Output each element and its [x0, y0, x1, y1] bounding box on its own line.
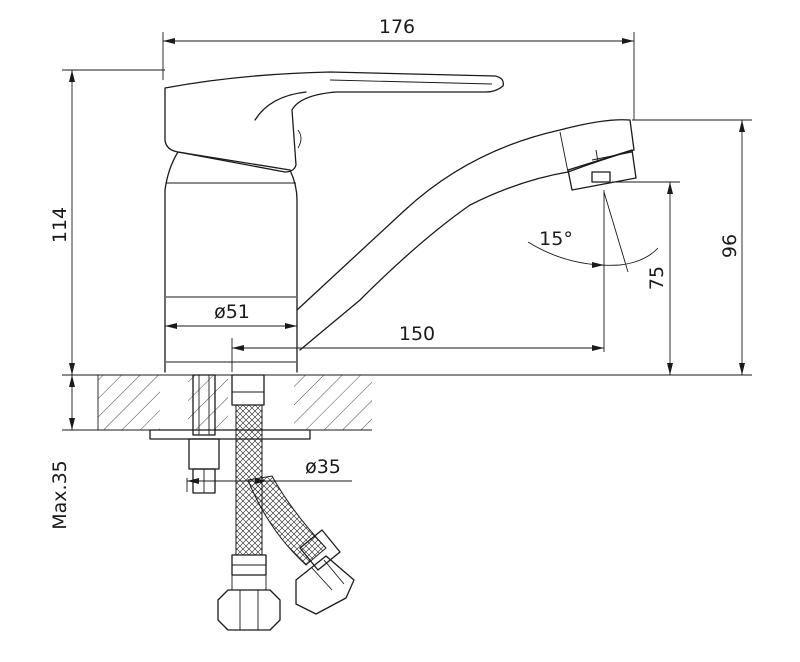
label-aerator-height: 75: [646, 266, 668, 290]
handle-lever: [164, 71, 504, 173]
dim-mounting-hole: ø35: [186, 456, 352, 492]
dim-spout-reach: 150: [231, 190, 605, 372]
label-spout-reach: 150: [399, 323, 435, 345]
dim-outlet-angle: 15°: [527, 191, 659, 273]
dim-overall-length: 176: [162, 15, 635, 120]
dim-spout-height: 96: [632, 119, 752, 375]
faucet-body: [164, 151, 298, 373]
label-spout-height: 96: [719, 234, 741, 258]
dim-base-diameter: ø51: [164, 301, 297, 362]
label-counter-thickness: Max.35: [49, 460, 71, 530]
countertop: [62, 374, 752, 431]
label-base-diameter: ø51: [214, 301, 250, 323]
dim-counter-thickness: Max.35: [49, 375, 98, 530]
label-outlet-angle: 15°: [539, 228, 573, 250]
dim-aerator-height: 75: [612, 181, 680, 375]
mounting-hardware: [149, 374, 311, 494]
label-overall-length: 176: [379, 16, 415, 38]
label-mounting-hole: ø35: [305, 456, 341, 478]
label-total-height: 114: [49, 207, 71, 243]
spout: [296, 119, 637, 351]
dim-total-height: 114: [49, 69, 165, 375]
supply-hose-bent: [247, 475, 355, 615]
